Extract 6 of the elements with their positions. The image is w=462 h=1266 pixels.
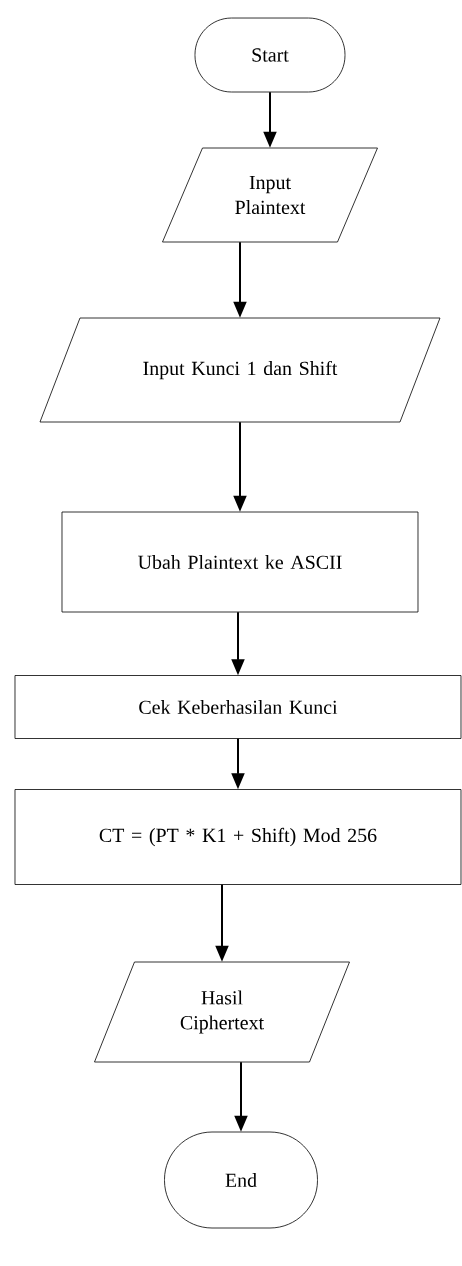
process-box: Cek Keberhasilan Kunci (14, 675, 462, 739)
input-output-parallelogram: Hasil Ciphertext (94, 961, 350, 1063)
process-box: CT = (PT * K1 + Shift) Mod 256 (14, 789, 462, 885)
input-output-parallelogram: Input Plaintext (162, 147, 378, 243)
input-output-parallelogram: Input Kunci 1 dan Shift (39, 317, 441, 423)
process-box: Ubah Plaintext ke ASCII (61, 511, 419, 613)
